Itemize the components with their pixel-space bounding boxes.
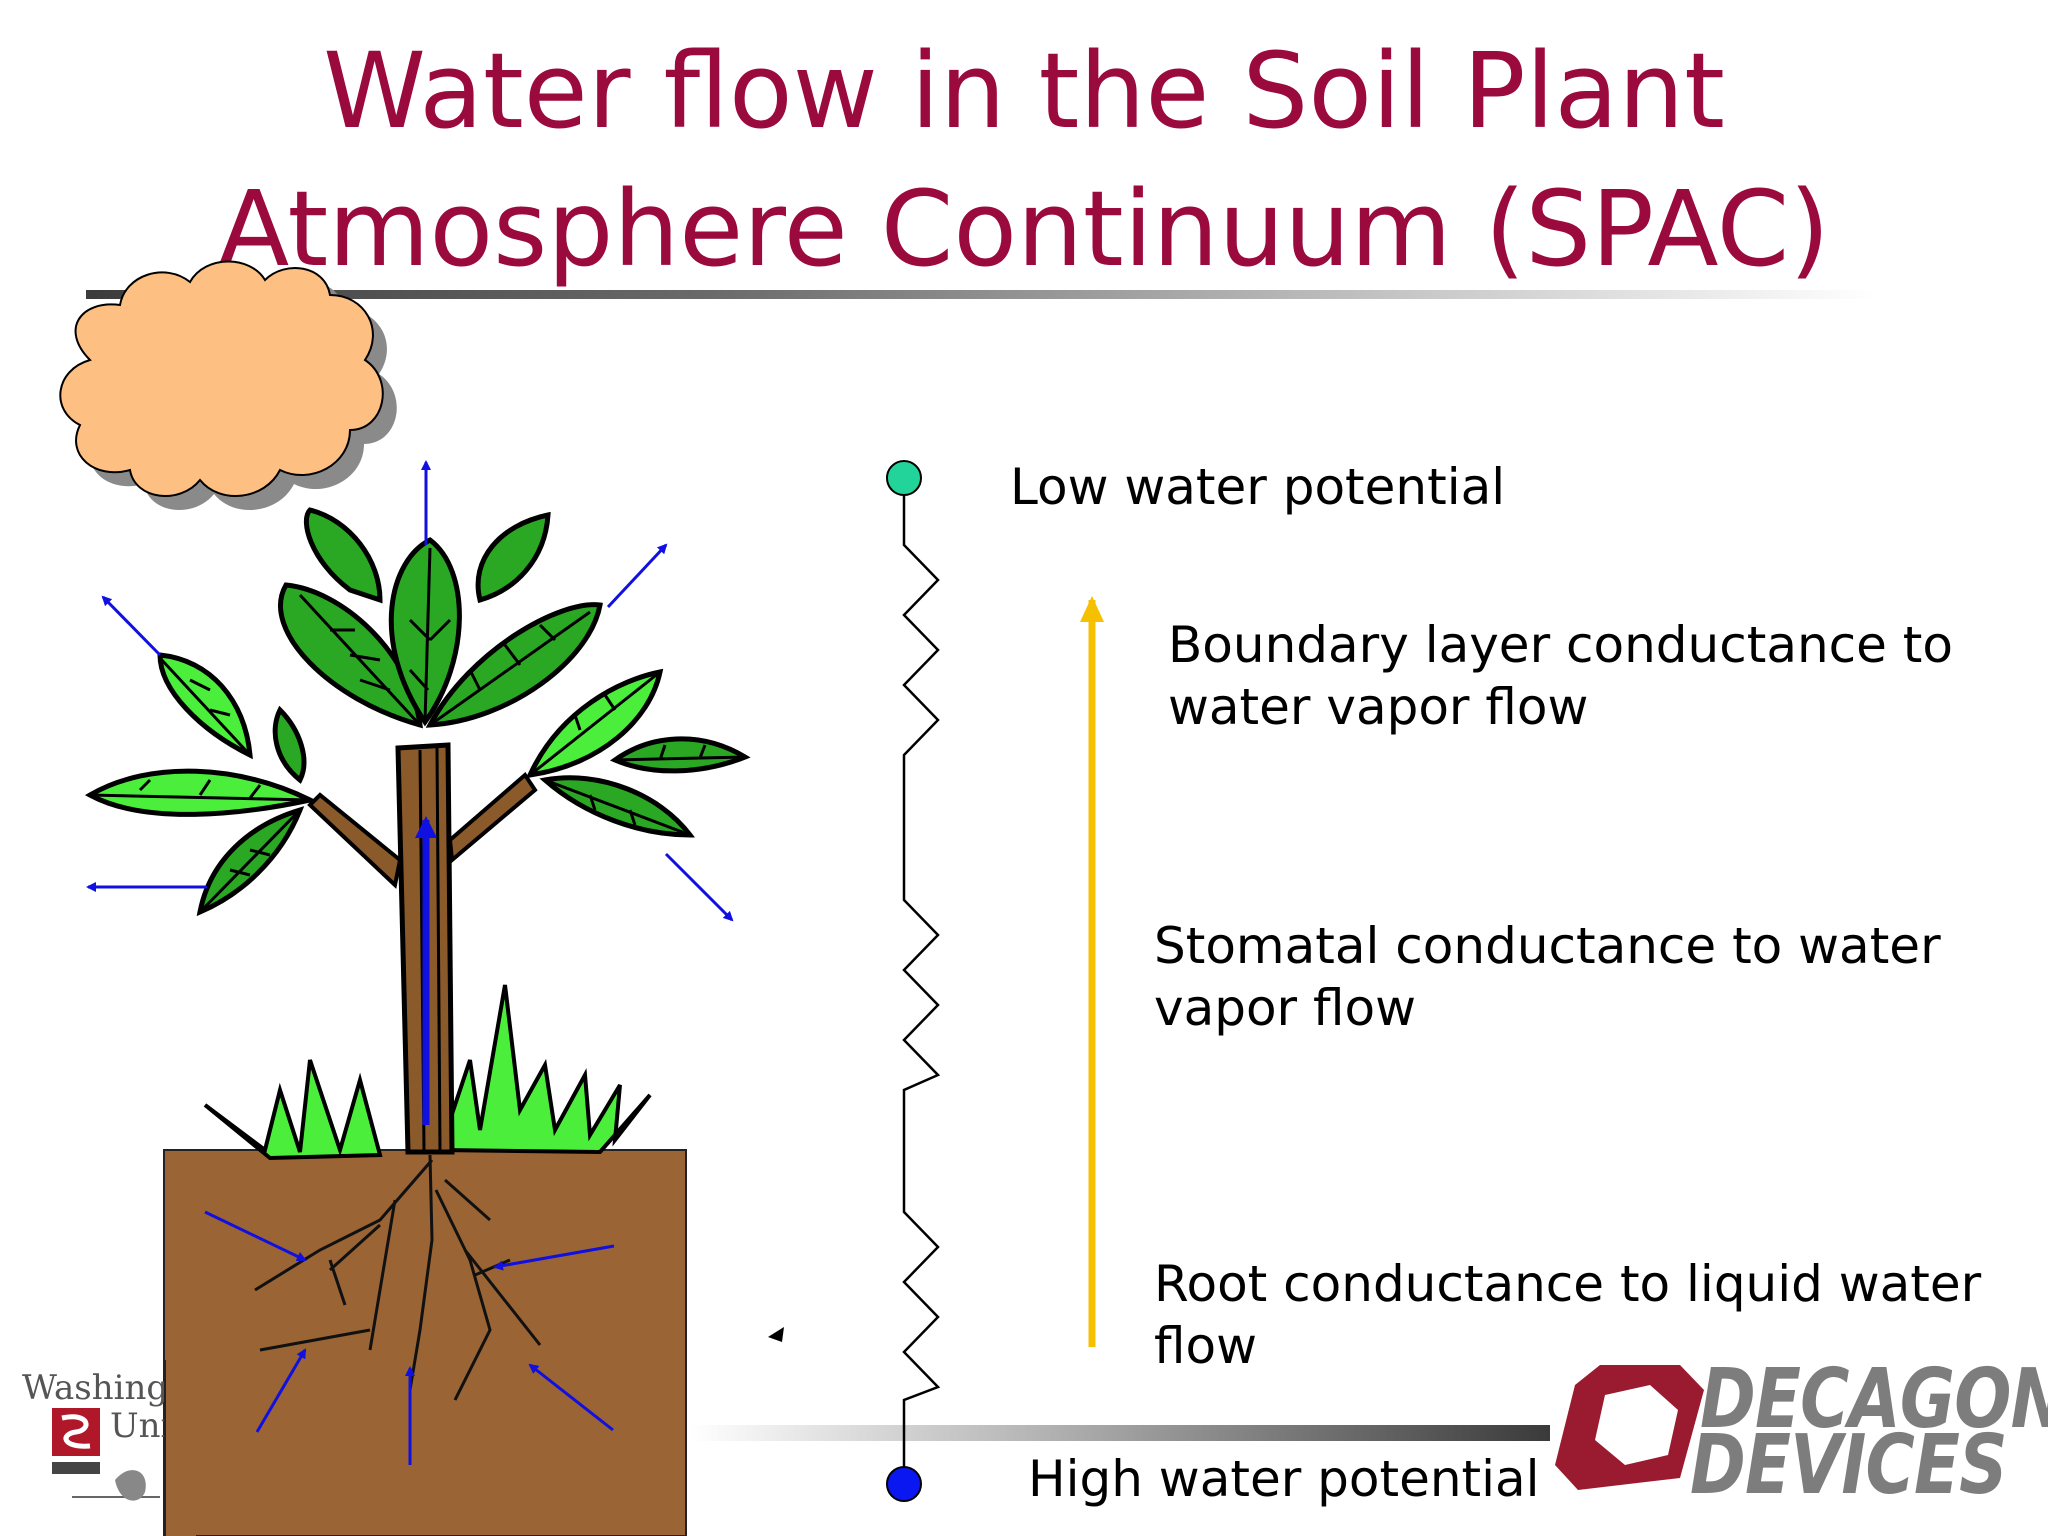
decagon-logo-line-2: DEVICES <box>1690 1418 2008 1513</box>
stomatal-label: Stomatal conductance to water vapor flow <box>1154 915 1941 1039</box>
decagon-logo-icon <box>1555 1365 1704 1490</box>
high-potential-dot <box>886 1466 922 1502</box>
root-conductance-label-line-2: flow <box>1154 1317 1257 1375</box>
page-title: Water flow in the Soil Plant Atmosphere … <box>0 22 2048 298</box>
boundary-layer-label-line-1: Boundary layer conductance to <box>1168 616 1953 674</box>
title-line-2: Atmosphere Continuum (SPAC) <box>218 168 1830 290</box>
soil-overlap <box>164 1360 196 1536</box>
decagon-logo-line-1: DECAGON <box>1700 1352 2048 1447</box>
pointer-arrow-icon <box>768 1327 784 1342</box>
roots <box>254 1154 542 1401</box>
boundary-layer-label: Boundary layer conductance to water vapo… <box>1168 614 1953 738</box>
low-potential-label: Low water potential <box>1010 458 1506 516</box>
high-potential-label: High water potential <box>1028 1450 1540 1508</box>
grass <box>203 984 652 1161</box>
leaf-veins <box>89 547 746 914</box>
root-conductance-label: Root conductance to liquid water flow <box>1154 1253 1981 1377</box>
resistor-icon <box>902 490 941 1470</box>
wsu-logo-line-2: Uni <box>110 1406 172 1446</box>
cloud-icon <box>59 260 397 511</box>
root-conductance-label-line-1: Root conductance to liquid water <box>1154 1255 1982 1313</box>
wsu-logo-icon <box>52 1408 160 1501</box>
title-divider <box>86 290 1876 299</box>
boundary-layer-label-line-2: water vapor flow <box>1168 678 1589 736</box>
title-line-1: Water flow in the Soil Plant <box>323 30 1725 152</box>
stomatal-label-line-2: vapor flow <box>1154 979 1416 1037</box>
soil-block <box>163 1149 687 1536</box>
flow-arrows <box>86 460 734 1465</box>
wsu-logo-line-1: Washingt <box>22 1368 182 1408</box>
stomatal-label-line-1: Stomatal conductance to water <box>1154 917 1941 975</box>
low-potential-dot <box>886 460 922 496</box>
